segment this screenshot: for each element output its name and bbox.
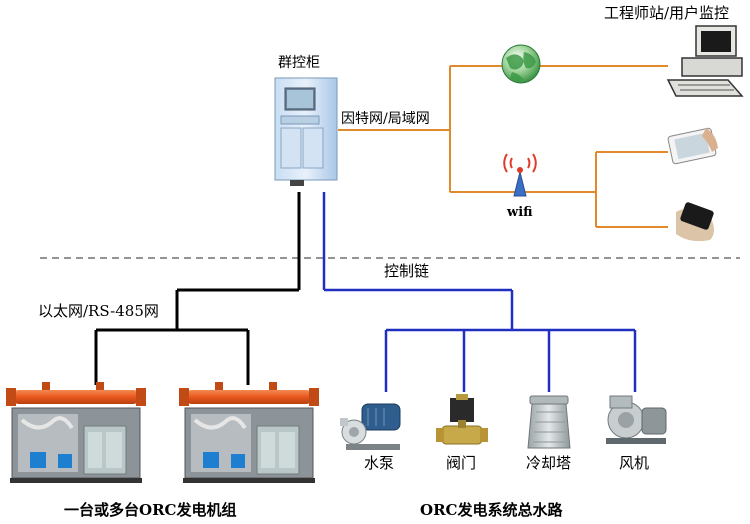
centrifugal-fan-icon	[606, 395, 667, 444]
control-chain-label: 控制链	[384, 262, 430, 280]
ethernet-links	[94, 192, 301, 385]
smartphone-icon	[676, 202, 714, 242]
orc-generator-unit-2	[179, 382, 319, 483]
control-links	[322, 192, 637, 392]
ethernet-label: 以太网/RS-485网	[38, 302, 159, 320]
solenoid-valve-icon	[436, 394, 488, 445]
network-links	[338, 65, 668, 228]
control-cabinet	[274, 77, 338, 186]
network-label: 因特网/局域网	[341, 111, 430, 127]
wifi-label: wifi	[507, 205, 533, 220]
wifi-antenna-icon	[503, 153, 537, 197]
pump-label: 水泵	[364, 454, 395, 472]
cooling-tower-icon	[527, 395, 571, 449]
water-pump-icon	[340, 403, 401, 450]
fan-label: 风机	[619, 454, 650, 472]
orc-units-label: 一台或多台ORC发电机组	[64, 501, 237, 519]
cooling-tower-label: 冷却塔	[526, 454, 572, 472]
cabinet-label: 群控柜	[278, 55, 320, 71]
globe-icon	[501, 44, 541, 84]
desktop-computer-icon	[666, 25, 744, 97]
engineer-station-label: 工程师站/用户监控	[604, 4, 730, 22]
orc-generator-unit-1	[6, 382, 146, 483]
tablet-icon	[667, 127, 718, 165]
valve-label: 阀门	[446, 454, 477, 472]
orc-water-label: ORC发电系统总水路	[420, 501, 563, 519]
